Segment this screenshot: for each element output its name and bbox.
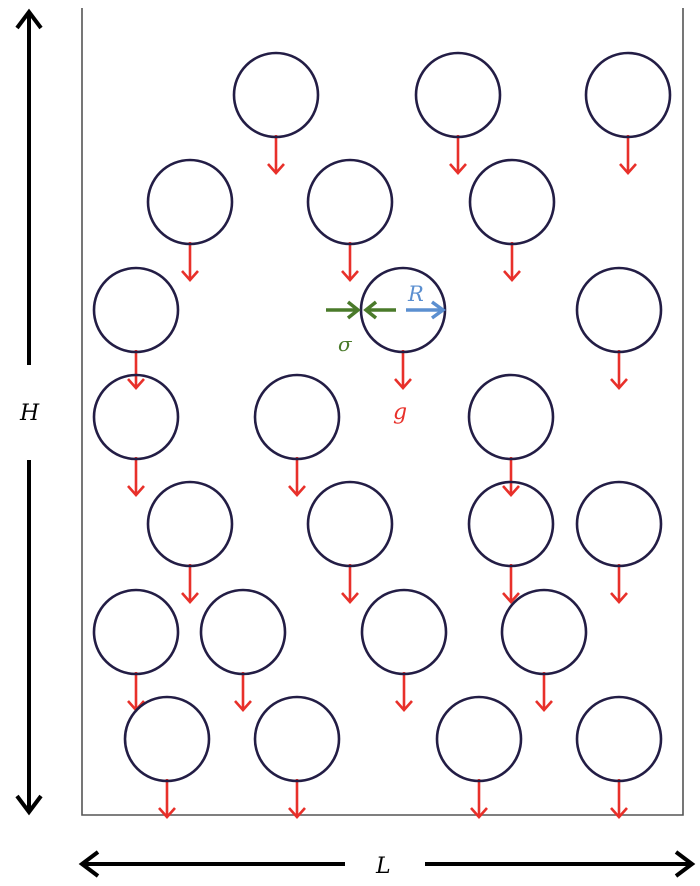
- particle: [92, 373, 180, 497]
- length-dimension-arrow: [78, 850, 696, 878]
- particle: [253, 695, 341, 819]
- particle-circle: [253, 373, 341, 461]
- particle: [359, 266, 447, 390]
- gravity-arrowhead: [470, 807, 488, 819]
- particle-circle: [92, 588, 180, 676]
- particle-circle: [575, 266, 663, 354]
- particle: [92, 588, 180, 712]
- particle-circle: [468, 158, 556, 246]
- particle: [468, 158, 556, 282]
- particle-circle: [92, 373, 180, 461]
- gravity-arrowhead: [288, 807, 306, 819]
- gravity-arrowhead: [267, 163, 285, 175]
- gravity-arrowhead: [341, 592, 359, 604]
- particle: [575, 266, 663, 390]
- gravity-arrowhead: [502, 592, 520, 604]
- gravity-arrowhead: [127, 378, 145, 390]
- gravity-arrowhead: [610, 378, 628, 390]
- gravity-arrowhead: [610, 592, 628, 604]
- spacing-arrows: [326, 300, 396, 320]
- particle: [360, 588, 448, 712]
- particle-circle: [306, 480, 394, 568]
- gravity-arrowhead: [127, 485, 145, 497]
- particle: [253, 373, 341, 497]
- radius-label: R: [407, 282, 424, 306]
- particle: [146, 158, 234, 282]
- particle-circle: [360, 588, 448, 676]
- particle-circle: [146, 158, 234, 246]
- gravity-arrowhead: [503, 270, 521, 282]
- gravity-arrowhead: [394, 378, 412, 390]
- particle: [575, 480, 663, 604]
- spacing-label: σ: [338, 332, 353, 356]
- gravity-arrowhead: [341, 270, 359, 282]
- height-dimension-arrow: [15, 8, 43, 816]
- particle: [575, 695, 663, 819]
- particle: [467, 480, 555, 604]
- gravity-label: g: [393, 400, 407, 425]
- particle: [199, 588, 287, 712]
- container-wall: [81, 8, 684, 816]
- particle: [500, 588, 588, 712]
- gravity-arrowhead: [619, 163, 637, 175]
- gravity-arrowhead: [181, 592, 199, 604]
- gravity-arrowhead: [502, 485, 520, 497]
- gravity-arrowhead: [234, 700, 252, 712]
- particle-circle: [92, 266, 180, 354]
- particle-circle: [435, 695, 523, 783]
- particle-circle: [584, 51, 672, 139]
- particle: [306, 158, 394, 282]
- length-label: L: [375, 854, 391, 879]
- particle: [123, 695, 211, 819]
- radius-arrow: [406, 300, 446, 320]
- particle: [146, 480, 234, 604]
- particle-circle: [306, 158, 394, 246]
- gravity-arrowhead: [535, 700, 553, 712]
- particle-circle: [575, 695, 663, 783]
- particle-circle: [146, 480, 234, 568]
- particle-circle: [467, 480, 555, 568]
- particle-circle: [123, 695, 211, 783]
- particle-circle: [199, 588, 287, 676]
- particle: [92, 266, 180, 390]
- particle: [414, 51, 502, 175]
- particle-circle: [253, 695, 341, 783]
- particle-circle: [575, 480, 663, 568]
- particle: [584, 51, 672, 175]
- particle: [232, 51, 320, 175]
- gravity-arrowhead: [449, 163, 467, 175]
- particle: [467, 373, 555, 497]
- particle-layer: [92, 51, 672, 819]
- particle: [306, 480, 394, 604]
- gravity-arrowhead: [181, 270, 199, 282]
- particle: [435, 695, 523, 819]
- gravity-arrowhead: [395, 700, 413, 712]
- gravity-arrowhead: [610, 807, 628, 819]
- particle-circle: [500, 588, 588, 676]
- particle-circle: [414, 51, 502, 139]
- gravity-arrowhead: [288, 485, 306, 497]
- height-label: H: [19, 401, 40, 426]
- gravity-arrowhead: [158, 807, 176, 819]
- particle-circle: [232, 51, 320, 139]
- particle-circle: [467, 373, 555, 461]
